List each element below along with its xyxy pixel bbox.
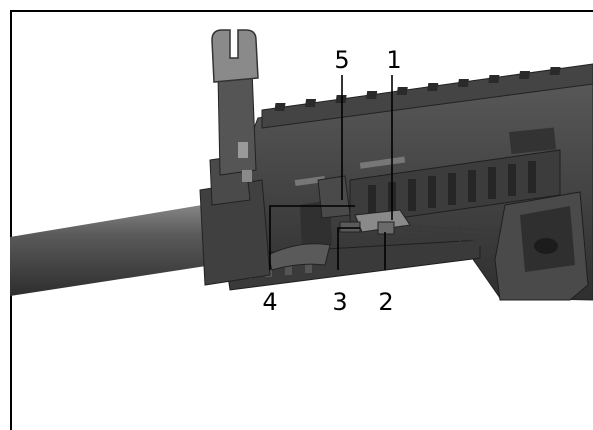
callout-labels: 5 1 4 3 2 — [262, 46, 401, 316]
callout-5: 5 — [334, 46, 349, 74]
rifle-illustration: 5 1 4 3 2 — [10, 29, 593, 316]
top-rail-slots — [274, 67, 561, 111]
callout-4: 4 — [262, 288, 277, 316]
hand-stop — [494, 191, 589, 301]
callout-2: 2 — [378, 288, 393, 316]
leader-line-3 — [337, 227, 360, 270]
front-sight — [211, 29, 259, 182]
lever-component — [339, 209, 411, 235]
callout-lines — [269, 75, 393, 270]
barrel — [10, 201, 234, 296]
leader-line-4 — [269, 205, 355, 270]
callout-3: 3 — [332, 288, 347, 316]
callout-1: 1 — [386, 46, 401, 74]
figure-frame — [10, 10, 593, 430]
